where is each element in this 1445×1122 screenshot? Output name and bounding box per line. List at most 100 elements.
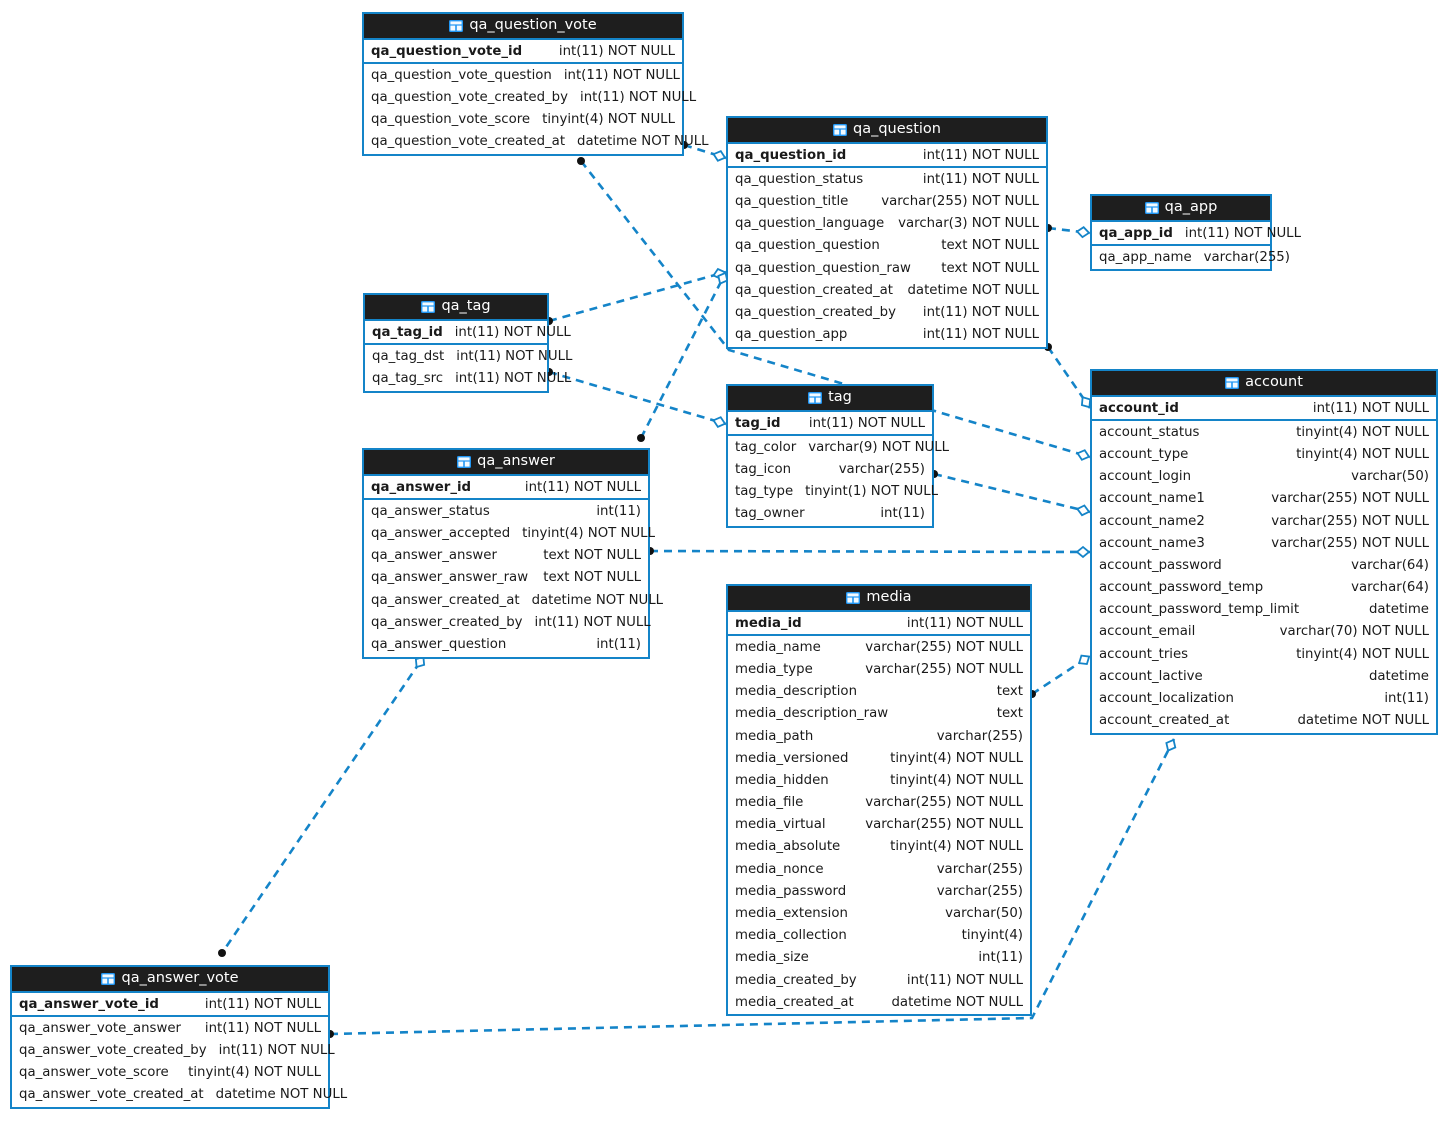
- column-type: int(11) NOT NULL: [204, 996, 321, 1012]
- entity-header-qa_question[interactable]: qa_question: [728, 118, 1046, 142]
- entity-header-qa_tag[interactable]: qa_tag: [365, 295, 547, 319]
- column-type: int(11) NOT NULL: [922, 304, 1039, 320]
- entity-header-media[interactable]: media: [728, 586, 1030, 610]
- column-name: qa_question_question: [735, 238, 880, 254]
- column-name: qa_question_vote_question: [371, 67, 552, 83]
- column-type: int(11) NOT NULL: [455, 370, 572, 386]
- column-name: account_name1: [1099, 491, 1205, 507]
- entity-header-qa_question_vote[interactable]: qa_question_vote: [364, 14, 682, 38]
- entity-header-qa_answer_vote[interactable]: qa_answer_vote: [12, 967, 328, 991]
- relationship-line: [1046, 346, 1092, 409]
- entity-header-qa_answer[interactable]: qa_answer: [364, 450, 648, 474]
- column-name: qa_question_app: [735, 327, 848, 343]
- column-type: tinyint(4) NOT NULL: [1296, 446, 1429, 462]
- entity-header-tag[interactable]: tag: [728, 386, 932, 410]
- entity-header-account[interactable]: account: [1092, 371, 1436, 395]
- column-name: qa_tag_id: [372, 324, 443, 340]
- entity-header-qa_app[interactable]: qa_app: [1092, 196, 1270, 220]
- table-icon: [1144, 201, 1159, 214]
